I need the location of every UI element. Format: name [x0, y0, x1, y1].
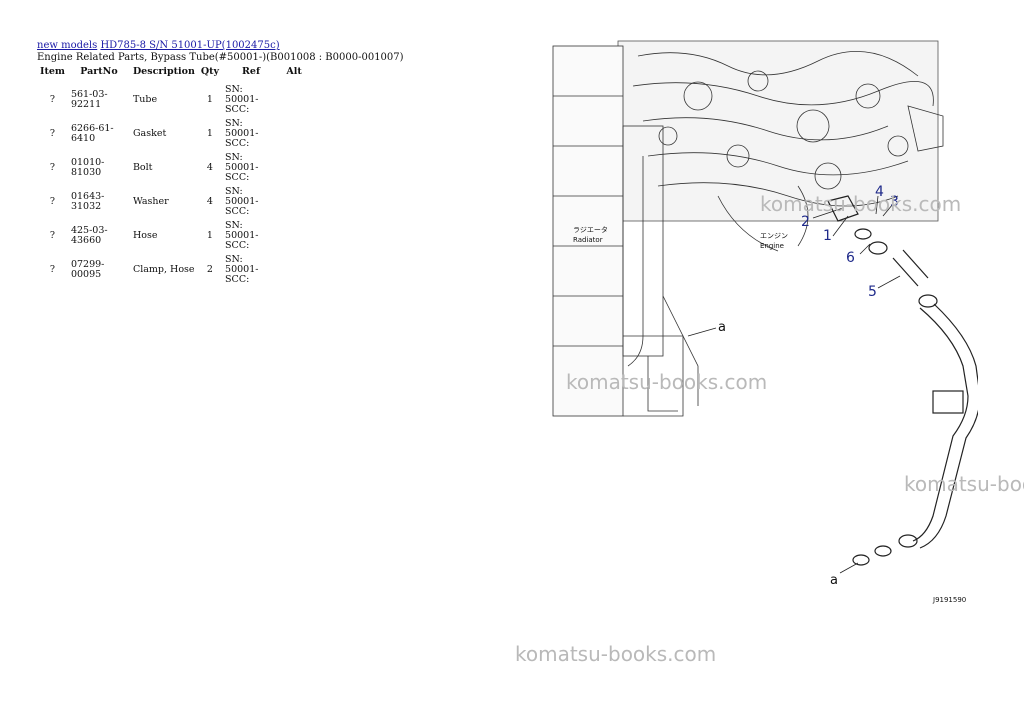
engine-illustration — [617, 40, 944, 252]
label-a-top: a — [718, 320, 726, 335]
cell-ref: SN: 50001-SCC: — [225, 118, 259, 149]
cell-partno: 561-03-92211 — [70, 89, 108, 110]
cell-description: Gasket — [132, 128, 167, 139]
radiator-label-en: Radiator — [573, 236, 603, 244]
cell-ref: SN: 50001-SCC: — [225, 186, 259, 217]
cell-item: ? — [49, 162, 56, 173]
header-partno: PartNo — [80, 66, 118, 77]
breadcrumb: new models HD785-8 S/N 51001-UP(1002475c… — [37, 40, 280, 51]
header-ref: Ref — [242, 66, 261, 77]
bypass-tube-illustration — [827, 195, 978, 566]
table-row: ? 6266-61-6410 Gasket 1 SN: 50001-SCC: — [37, 117, 308, 151]
cell-item: ? — [49, 128, 56, 139]
cell-partno: 01643-31032 — [70, 191, 105, 212]
cell-item: ? — [49, 196, 56, 207]
label-a-bottom: a — [830, 573, 838, 588]
callout-5: 5 — [868, 284, 877, 300]
cell-alt — [280, 219, 308, 253]
cell-alt — [280, 117, 308, 151]
breadcrumb-link-model[interactable]: HD785-8 S/N 51001-UP(1002475c) — [100, 40, 280, 51]
table-row: ? 561-03-92211 Tube 1 SN: 50001-SCC: — [37, 83, 308, 117]
table-row: ? 01643-31032 Washer 4 SN: 50001-SCC: — [37, 185, 308, 219]
header-item: Item — [40, 66, 65, 77]
watermark: komatsu-books.com — [515, 642, 717, 666]
callout-2: 2 — [801, 214, 810, 230]
callout-4: 4 — [875, 184, 884, 200]
diagram-code: J9191590 — [932, 596, 966, 604]
watermark: komatsu-books.com — [760, 192, 962, 216]
header-qty: Qty — [200, 66, 220, 77]
watermark: komatsu-books.com — [904, 472, 1024, 496]
cell-item: ? — [49, 264, 56, 275]
cell-ref: SN: 50001-SCC: — [225, 254, 259, 285]
header-description: Description — [132, 66, 195, 77]
cell-partno: 01010-81030 — [70, 157, 105, 178]
leader-lines — [687, 195, 901, 574]
cell-qty: 1 — [206, 128, 213, 139]
table-row: ? 07299-00095 Clamp, Hose 2 SN: 50001-SC… — [37, 253, 308, 287]
cell-ref: SN: 50001-SCC: — [225, 152, 259, 183]
engine-label-jp: エンジン — [760, 232, 788, 240]
watermark: komatsu-books.com — [566, 370, 768, 394]
cell-qty: 2 — [206, 264, 213, 275]
cell-partno: 07299-00095 — [70, 259, 105, 280]
table-row: ? 01010-81030 Bolt 4 SN: 50001-SCC: — [37, 151, 308, 185]
parts-table: Item PartNo Description Qty Ref Alt ? 56… — [37, 65, 308, 287]
cell-qty: 4 — [206, 196, 213, 207]
cell-description: Hose — [132, 230, 158, 241]
table-row: ? 425-03-43660 Hose 1 SN: 50001-SCC: — [37, 219, 308, 253]
cell-alt — [280, 253, 308, 287]
cell-qty: 1 — [206, 230, 213, 241]
page-title: Engine Related Parts, Bypass Tube(#50001… — [37, 52, 404, 63]
cell-item: ? — [49, 94, 56, 105]
header-alt: Alt — [286, 66, 302, 77]
cell-qty: 1 — [206, 94, 213, 105]
cell-description: Clamp, Hose — [132, 264, 195, 275]
callout-6: 6 — [846, 250, 855, 266]
cell-partno: 6266-61-6410 — [70, 123, 114, 144]
cell-ref: SN: 50001-SCC: — [225, 220, 259, 251]
cell-ref: SN: 50001-SCC: — [225, 84, 259, 115]
cell-partno: 425-03-43660 — [70, 225, 108, 246]
engine-label-en: Engine — [760, 242, 784, 250]
radiator-illustration — [552, 45, 699, 417]
cell-alt — [280, 185, 308, 219]
cell-qty: 4 — [206, 162, 213, 173]
cell-description: Washer — [132, 196, 169, 207]
cell-item: ? — [49, 230, 56, 241]
cell-description: Bolt — [132, 162, 153, 173]
parts-diagram: 1 2 3 4 5 6 a a ラジエータ Radiator エンジン Engi… — [552, 40, 978, 604]
cell-description: Tube — [132, 94, 158, 105]
radiator-label-jp: ラジエータ — [573, 225, 608, 234]
table-header-row: Item PartNo Description Qty Ref Alt — [37, 65, 308, 83]
cell-alt — [280, 151, 308, 185]
callout-3: 3 — [890, 194, 899, 210]
breadcrumb-link-new-models[interactable]: new models — [37, 40, 98, 51]
cell-alt — [280, 83, 308, 117]
callout-1: 1 — [823, 228, 832, 244]
